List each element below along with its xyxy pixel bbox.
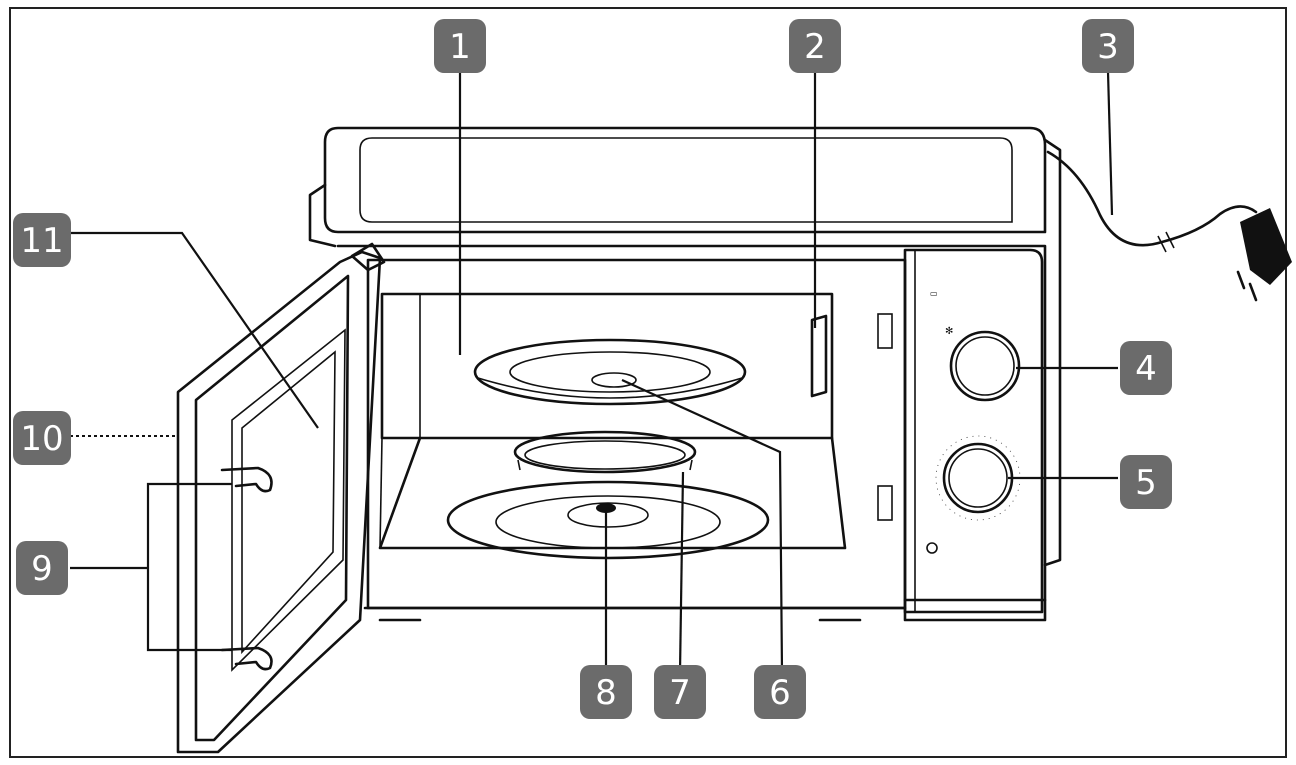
- callout-badge-9: 9: [16, 541, 68, 595]
- callout-number: 5: [1135, 463, 1157, 503]
- power-knob: [949, 330, 1021, 402]
- callout-number: 1: [449, 27, 471, 67]
- callout-badge-10: 10: [13, 411, 71, 465]
- callout-badge-3: 3: [1082, 19, 1134, 73]
- callout-number: 11: [20, 221, 63, 261]
- callout-badge-7: 7: [654, 665, 706, 719]
- callout-badge-bg: [16, 541, 68, 595]
- leader-11: [70, 231, 319, 429]
- callout-badge-bg: [1120, 341, 1172, 395]
- clock-icon: [926, 542, 938, 554]
- callout-number: 2: [804, 27, 826, 67]
- callout-number: 10: [20, 419, 63, 459]
- callout-badge-bg: [1120, 455, 1172, 509]
- callout-badge-1: 1: [434, 19, 486, 73]
- callout-badges: 1 2 3 4 5 6 7 8 9 10 11: [13, 19, 1172, 719]
- leader-lines: [70, 71, 1118, 673]
- callout-badge-bg: [789, 19, 841, 73]
- callout-badge-bg: [654, 665, 706, 719]
- callout-badge-bg: [13, 213, 71, 267]
- snowflake-icon: ✻: [945, 326, 953, 337]
- callout-badge-11: 11: [13, 213, 71, 267]
- callout-badge-8: 8: [580, 665, 632, 719]
- callout-number: 3: [1097, 27, 1119, 67]
- door-hinge: [350, 242, 386, 272]
- callout-badge-bg: [13, 411, 71, 465]
- open-door: [176, 242, 386, 754]
- callout-badge-bg: [754, 665, 806, 719]
- leader-7: [678, 471, 685, 673]
- control-panel: ✻ ▭: [903, 248, 1044, 614]
- power-scale-icon: ▭: [930, 289, 938, 298]
- power-plug-icon: [1240, 208, 1292, 285]
- turntable-shaft: [446, 480, 770, 560]
- callout-badge-bg: [1082, 19, 1134, 73]
- door-latch-upper: [220, 466, 273, 493]
- callout-number: 7: [669, 673, 691, 713]
- callout-badge-5: 5: [1120, 455, 1172, 509]
- callout-badge-4: 4: [1120, 341, 1172, 395]
- microwave-body: [308, 126, 1062, 622]
- door-latch-lower: [220, 646, 273, 671]
- callout-badge-bg: [434, 19, 486, 73]
- callout-badge-6: 6: [754, 665, 806, 719]
- leader-6: [621, 378, 784, 673]
- callout-number: 6: [769, 673, 791, 713]
- callout-badge-bg: [580, 665, 632, 719]
- door-window: [231, 328, 346, 672]
- shaft-coupler-icon: [596, 503, 616, 513]
- callout-badge-2: 2: [789, 19, 841, 73]
- waveguide-cover: [810, 314, 828, 398]
- power-cord: [1046, 150, 1292, 302]
- callout-number: 8: [595, 673, 617, 713]
- callout-number: 9: [31, 549, 53, 589]
- leader-3: [1106, 71, 1114, 216]
- callout-number: 4: [1135, 349, 1157, 389]
- glass-turntable: [473, 338, 747, 406]
- leader-9: [70, 482, 232, 652]
- figure-frame: [9, 7, 1287, 758]
- roller-ring: [513, 430, 697, 474]
- timer-knob: [942, 442, 1014, 514]
